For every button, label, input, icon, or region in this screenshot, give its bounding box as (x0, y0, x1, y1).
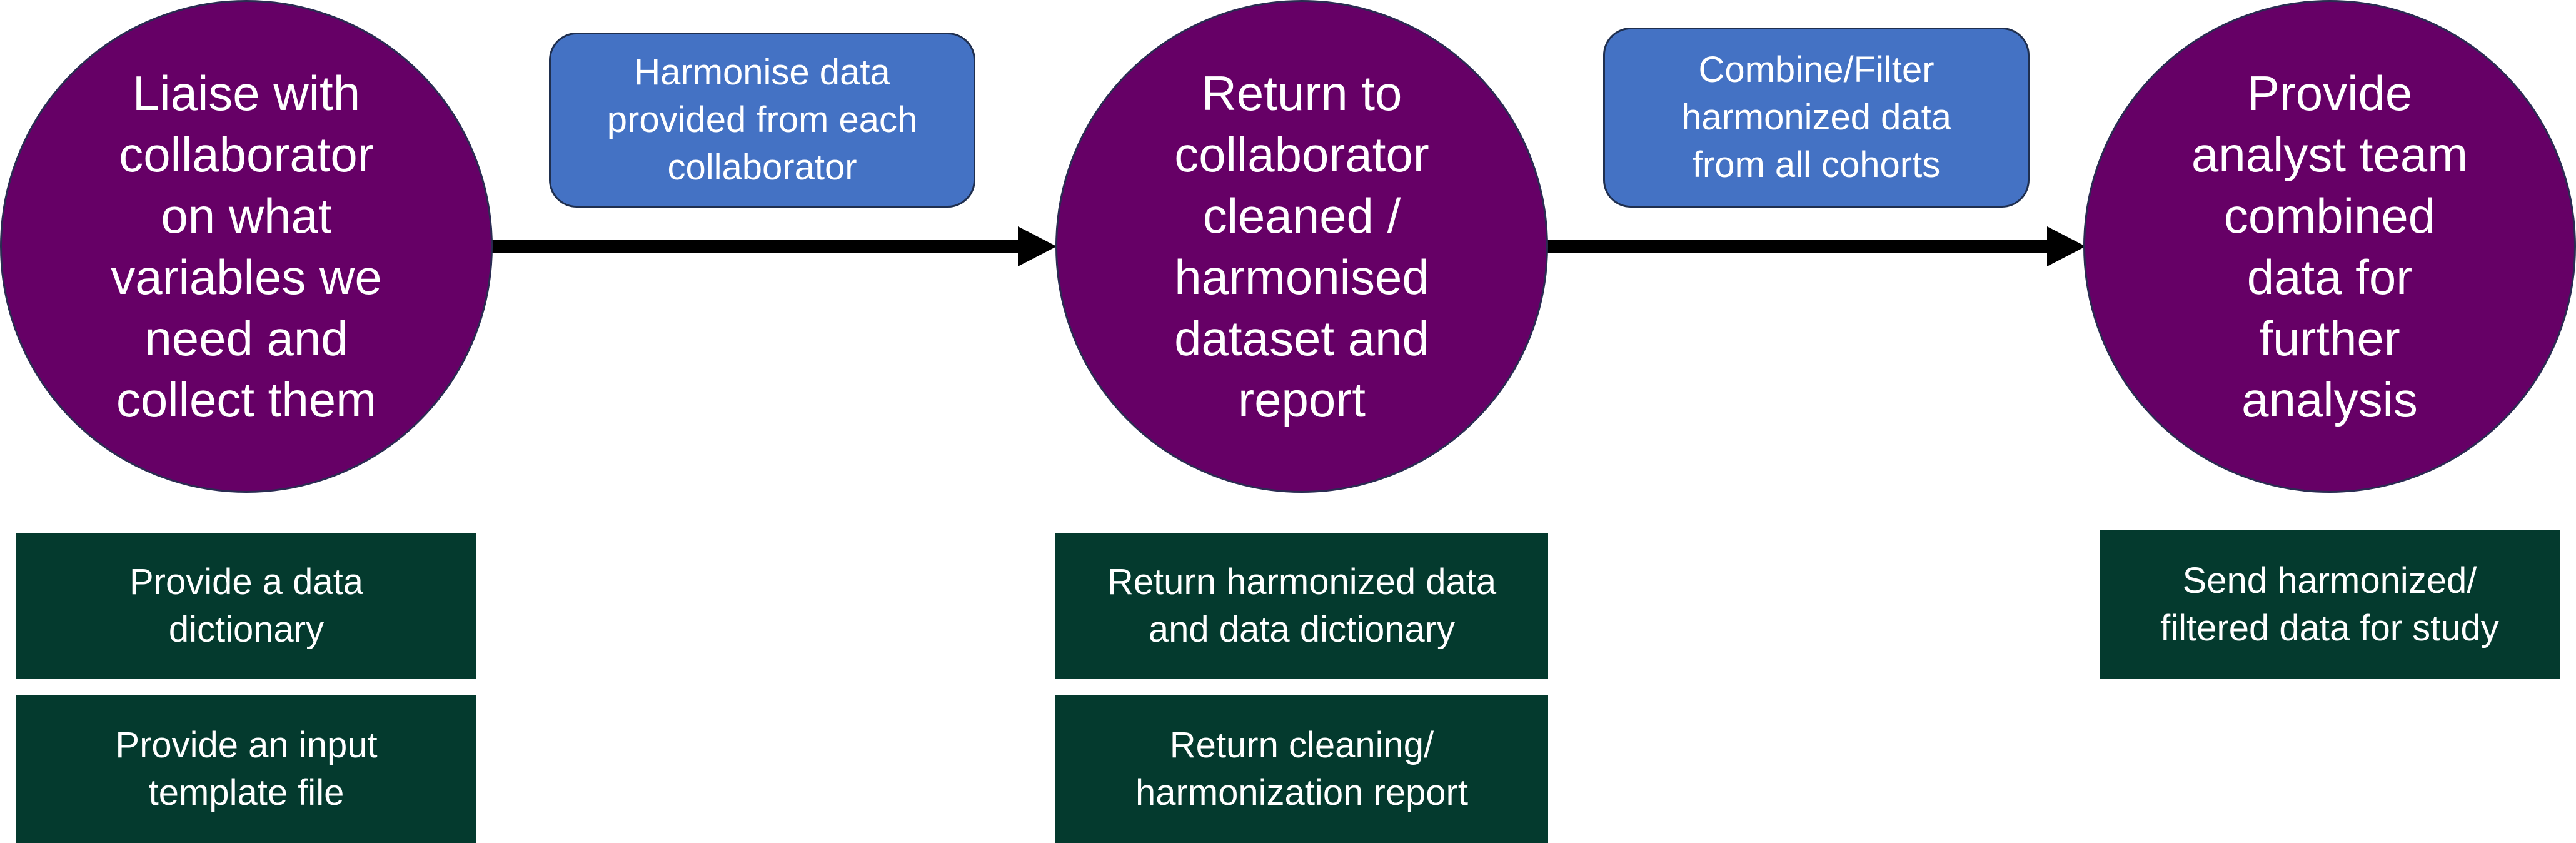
output-box-send-data-label: Send harmonized/ filtered data for study (2160, 560, 2499, 649)
arrow-step2-to-step3 (1547, 226, 2086, 266)
process-box-combine: Combine/Filter harmonized data from all … (1603, 28, 2030, 208)
output-box-cleaning-report: Return cleaning/ harmonization report (1055, 695, 1548, 843)
step-circle-collect-label: Liaise with collaborator on what variabl… (111, 66, 382, 427)
step-circle-provide: Provide analyst team combined data for f… (2083, 0, 2576, 493)
output-box-cleaning-report-label: Return cleaning/ harmonization report (1135, 725, 1468, 813)
output-box-return-harmonized: Return harmonized data and data dictiona… (1055, 533, 1548, 679)
process-box-harmonise-label: Harmonise data provided from each collab… (606, 52, 918, 188)
output-box-data-dictionary-label: Provide a data dictionary (129, 562, 364, 650)
output-box-send-data: Send harmonized/ filtered data for study (2100, 530, 2560, 679)
process-box-harmonise: Harmonise data provided from each collab… (549, 33, 975, 208)
output-box-input-template-label: Provide an input template file (115, 725, 378, 813)
step-circle-return: Return to collaborator cleaned / harmoni… (1055, 0, 1548, 493)
step-circle-provide-label: Provide analyst team combined data for f… (2191, 66, 2468, 427)
step-circle-return-label: Return to collaborator cleaned / harmoni… (1174, 66, 1429, 427)
output-box-input-template: Provide an input template file (16, 695, 476, 843)
output-box-return-harmonized-label: Return harmonized data and data dictiona… (1107, 562, 1497, 650)
arrow-step1-to-step2 (491, 226, 1057, 266)
process-box-combine-label: Combine/Filter harmonized data from all … (1681, 49, 1952, 185)
step-circle-collect: Liaise with collaborator on what variabl… (0, 0, 493, 493)
output-box-data-dictionary: Provide a data dictionary (16, 533, 476, 679)
